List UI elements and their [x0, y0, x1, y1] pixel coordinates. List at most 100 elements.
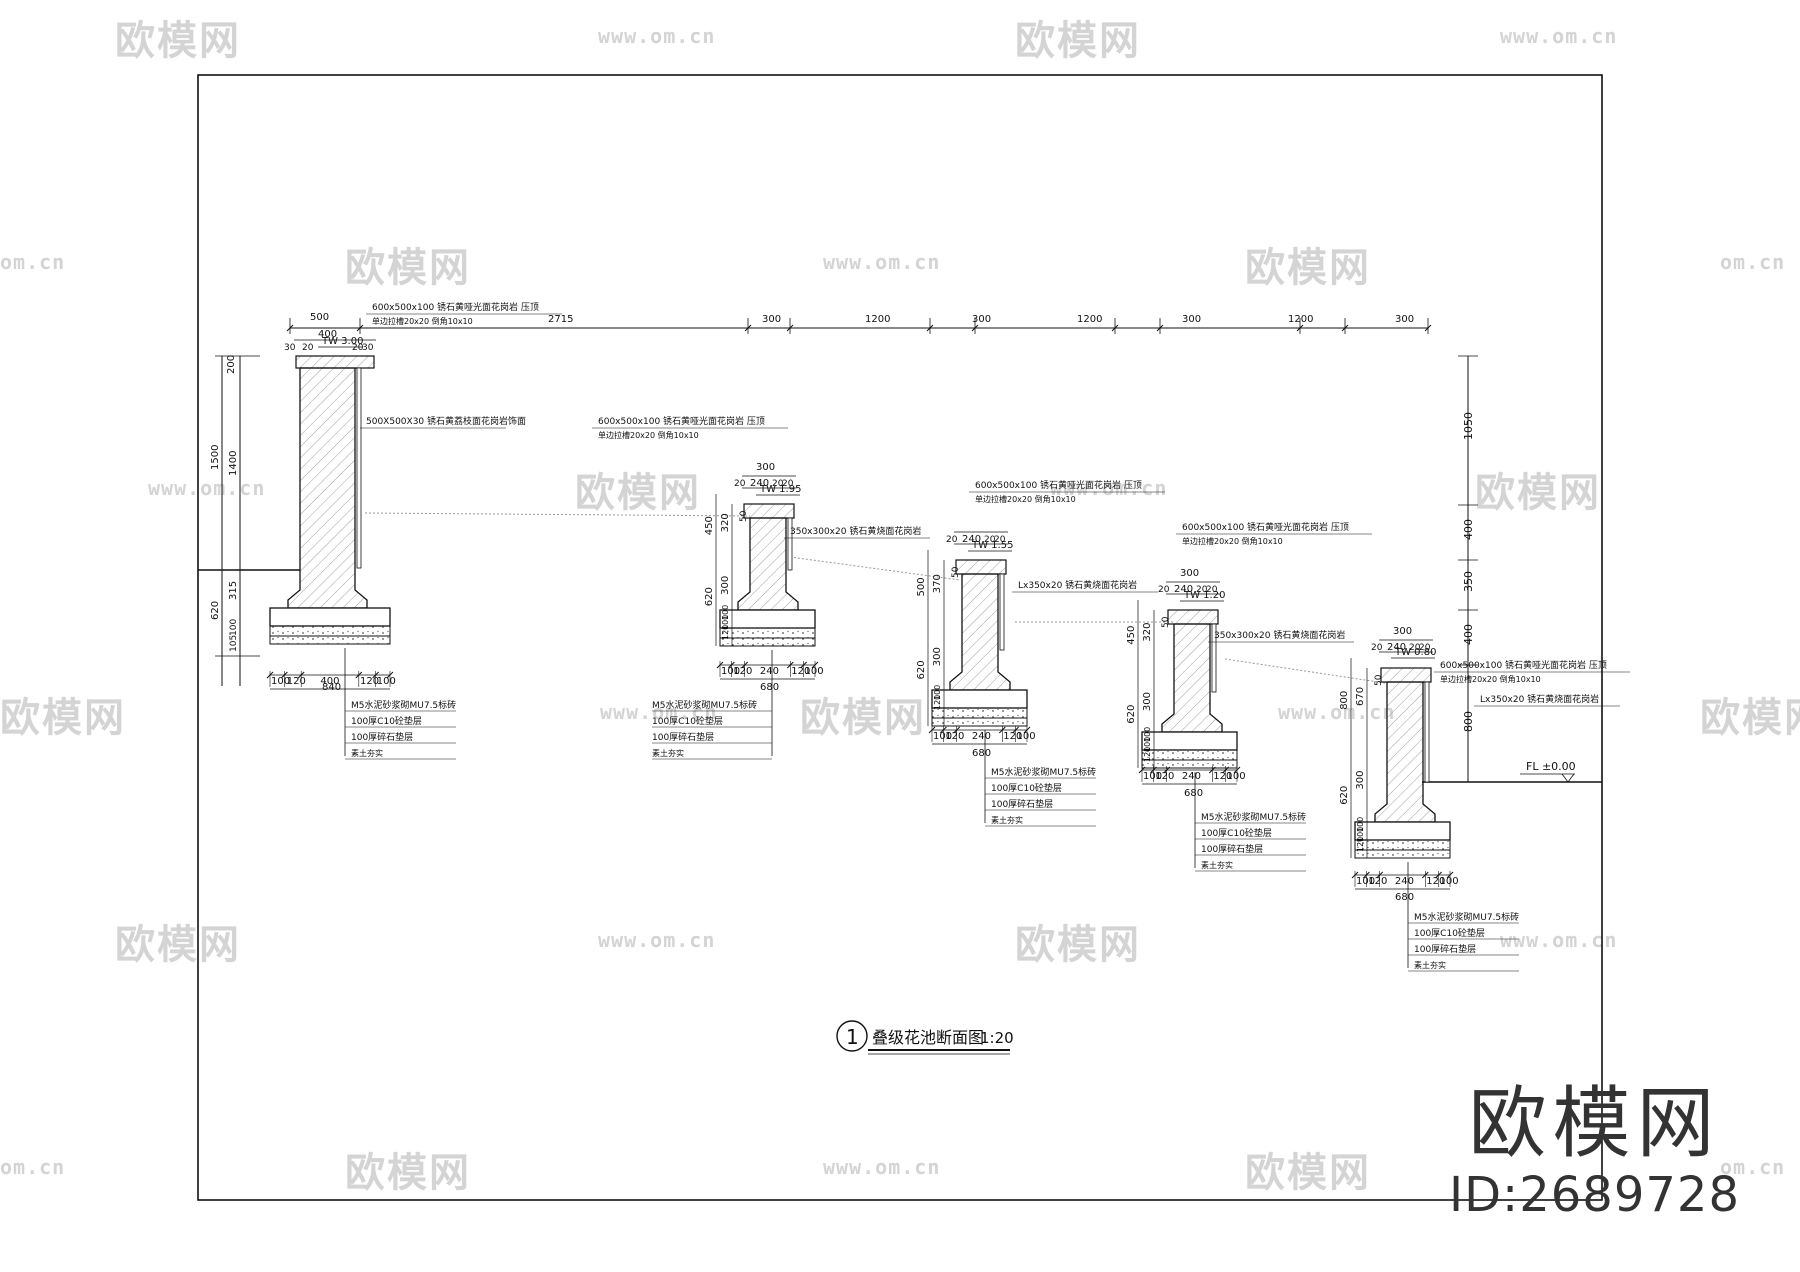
- side-dimension-label: 50: [1374, 674, 1384, 686]
- concrete-bedding: [931, 707, 1028, 719]
- cap-dimension-label: 20: [1419, 643, 1431, 653]
- construction-layer-note: 100厚碎石垫层: [652, 731, 714, 743]
- brand-id: ID:2689728: [1448, 1167, 1740, 1223]
- cap-dimension-label: 20: [352, 343, 364, 353]
- cap-dimension-label: 20: [994, 535, 1006, 545]
- top-dimension-label: 300: [1182, 314, 1201, 325]
- side-dimension-label: 370: [932, 574, 943, 593]
- side-dimension-label: 670: [1355, 687, 1366, 706]
- brand-watermark: 欧模网 ID:2689728: [1449, 1085, 1740, 1223]
- side-dimension-label: 120: [1143, 747, 1152, 762]
- left-dimension-label: 315: [228, 581, 239, 600]
- concrete-bedding: [269, 625, 391, 637]
- footing: [931, 689, 1028, 709]
- top-dimension-label: 1200: [1077, 314, 1102, 325]
- cladding-note: 500X500X30 锈石黄荔枝面花岗岩饰面: [366, 415, 526, 427]
- cap-dimension-label: 30: [284, 343, 296, 353]
- construction-layer-note: M5水泥砂浆砌MU7.5标砖: [1201, 811, 1306, 823]
- cap-dimension-label: 20: [1371, 643, 1383, 653]
- construction-layer-note: 素土夯实: [652, 748, 684, 758]
- construction-layer-note: 100厚碎石垫层: [1414, 943, 1476, 955]
- side-dimension-label: 450: [1126, 626, 1137, 645]
- top-dimension-label: 1200: [865, 314, 890, 325]
- base-total-label: 680: [760, 682, 779, 693]
- side-dimension-label: 120: [1356, 837, 1365, 852]
- construction-layer-note: 100厚C10砼垫层: [991, 782, 1062, 794]
- construction-layer-note: M5水泥砂浆砌MU7.5标砖: [351, 699, 456, 711]
- base-dimension-label: 100: [1143, 771, 1162, 782]
- gravel-bedding: [719, 637, 816, 647]
- cap-dimension-label: 20: [984, 535, 996, 545]
- base-dimension-label: 120: [733, 666, 752, 677]
- base-dimension-label: 120: [1213, 771, 1232, 782]
- concrete-bedding: [719, 627, 816, 639]
- base-total-label: 680: [1395, 892, 1414, 903]
- coping-note-2: 单边拉槽20x20 倒角10x10: [372, 316, 473, 326]
- footing: [1141, 731, 1238, 751]
- coping-note-2: 单边拉槽20x20 倒角10x10: [598, 430, 699, 440]
- top-of-wall-label: TW 1.20: [1183, 590, 1225, 601]
- cap-dimension-label: 20: [1206, 585, 1218, 595]
- base-dimension-label: 240: [1182, 771, 1201, 782]
- brand-name: 欧模网: [1468, 1079, 1721, 1169]
- construction-layer-note: 100厚碎石垫层: [991, 798, 1053, 810]
- side-dimension-label: 120: [933, 695, 942, 710]
- coping-note-2: 单边拉槽20x20 倒角10x10: [1182, 536, 1283, 546]
- cap-dimension-label: 400: [318, 329, 337, 340]
- construction-layer-note: 100厚C10砼垫层: [1414, 927, 1485, 939]
- gravel-bedding: [1141, 759, 1238, 769]
- side-dimension-label: 500: [916, 577, 927, 596]
- cap-dimension-label: 20: [734, 479, 746, 489]
- floor-level-marker: FL ±0.00: [1520, 760, 1576, 783]
- construction-layer-note: M5水泥砂浆砌MU7.5标砖: [652, 699, 757, 711]
- base-dimension-label: 240: [972, 731, 991, 742]
- cap-dimension-label: 20: [1409, 643, 1421, 653]
- cap-dimension-label: 30: [362, 343, 374, 353]
- top-of-wall-label: TW 1.55: [971, 540, 1013, 551]
- base-dimension-label: 120: [945, 731, 964, 742]
- drawing-title: 叠级花池断面图: [872, 1028, 984, 1047]
- left-dimension-chain: [215, 355, 260, 686]
- wall-4: TW 1.20 600x500x100 锈石黄哑光面花岗岩 压顶单边拉槽20x20…: [1126, 521, 1372, 872]
- base-dimension-label: 120: [360, 676, 379, 687]
- top-dimension-label: 2715: [548, 314, 573, 325]
- left-dimension-label: 1500: [210, 445, 221, 470]
- coping-stone: [1380, 667, 1432, 683]
- coping-stone: [295, 355, 375, 369]
- side-dimension-label: 620: [916, 660, 927, 679]
- wall-body: [287, 367, 368, 609]
- construction-layer-note: 素土夯实: [1201, 860, 1233, 870]
- right-dim-350: 350: [1462, 571, 1475, 592]
- side-dimension-label: 620: [1339, 786, 1350, 805]
- cap-dimension-label: 20: [946, 535, 958, 545]
- right-dim-400-b: 400: [1462, 624, 1475, 645]
- top-dimension-label: 300: [1395, 314, 1414, 325]
- soil-line-4: [1224, 658, 1386, 684]
- coping-note: 600x500x100 锈石黄哑光面花岗岩 压顶: [1182, 521, 1349, 533]
- base-dimension-label: 120: [1426, 876, 1445, 887]
- construction-layer-note: 素土夯实: [351, 748, 383, 758]
- base-dimension-label: 100: [1227, 771, 1246, 782]
- side-dimension-label: 100: [721, 615, 730, 630]
- side-dimension-label: 620: [1126, 705, 1137, 724]
- base-total-label: 840: [322, 682, 341, 693]
- right-dimension-chain: 1050 400 350 400 800: [1458, 355, 1478, 783]
- cap-dimension-label: 500: [310, 312, 329, 323]
- base-dimension-label: 120: [791, 666, 810, 677]
- side-dimension-label: 620: [704, 587, 715, 606]
- construction-layer-note: 100厚C10砼垫层: [652, 715, 723, 727]
- concrete-bedding: [1141, 749, 1238, 761]
- gravel-bedding: [269, 635, 391, 645]
- cap-dimension-label: 300: [1180, 568, 1199, 579]
- cap-dimension-label: 240: [750, 478, 769, 489]
- cladding-note: 350x300x20 锈石黄烧面花岗岩: [790, 525, 921, 537]
- side-dimension-label: 100: [721, 605, 730, 620]
- top-of-wall-label: TW 3.00: [321, 336, 363, 347]
- side-dimension-label: 50: [951, 566, 961, 578]
- base-dimension-label: 240: [760, 666, 779, 677]
- top-dimension-label: 300: [972, 314, 991, 325]
- coping-note-2: 单边拉槽20x20 倒角10x10: [1440, 674, 1541, 684]
- stone-cladding: [1211, 623, 1217, 693]
- gravel-bedding: [931, 717, 1028, 727]
